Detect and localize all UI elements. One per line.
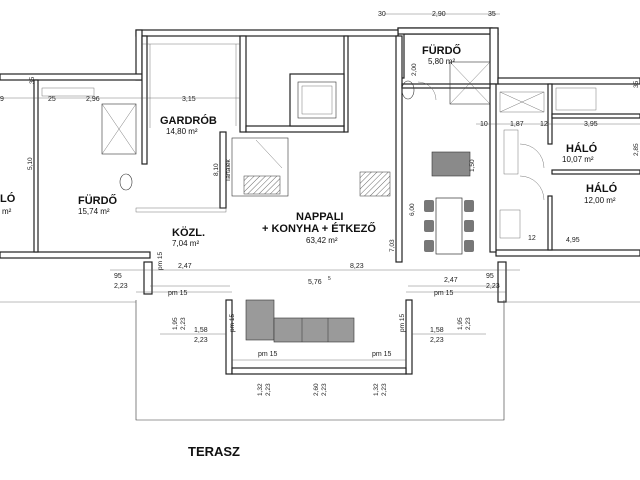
dim-top-290: 2,90 bbox=[432, 11, 446, 18]
dim-right-bay-195: 1,95 bbox=[457, 317, 464, 330]
dim-left-315: 3,15 bbox=[182, 96, 196, 103]
dim-right-bay-223b: 2,23 bbox=[465, 317, 472, 330]
dim-v-810: 8,10 bbox=[213, 163, 220, 176]
dim-span-576-sup: 5 bbox=[328, 276, 331, 282]
dim-right-10: 10 bbox=[480, 121, 488, 128]
dim-pm15-g: pm 15 bbox=[399, 314, 406, 332]
area-halo-2: 12,00 m² bbox=[584, 196, 616, 205]
dim-right-12: 12 bbox=[540, 121, 548, 128]
dim-span-576: 5,76 bbox=[308, 279, 322, 286]
area-halo-1: 10,07 m² bbox=[562, 155, 594, 164]
dim-pm15-d: pm 15 bbox=[372, 351, 392, 358]
dim-small-495: 4,95 bbox=[566, 237, 580, 244]
area-kozl: 7,04 m² bbox=[172, 239, 199, 248]
dim-mid-223-right: 2,23 bbox=[486, 283, 500, 290]
room-furdo-left: FÜRDŐ bbox=[78, 194, 118, 207]
sofa bbox=[245, 299, 355, 343]
dim-mid-95-left: 95 bbox=[114, 273, 122, 280]
dim-left-25: 25 bbox=[48, 96, 56, 103]
dim-bottom-223-b: 2,23 bbox=[321, 383, 328, 396]
room-gardrob: GARDRÓB bbox=[160, 114, 217, 127]
room-halo-left: LÓ bbox=[0, 192, 16, 205]
dim-top-35: 35 bbox=[488, 11, 496, 18]
room-nappali-sub: + KONYHA + ÉTKEZŐ bbox=[262, 222, 376, 235]
dim-mid-95-right: 95 bbox=[486, 273, 494, 280]
walls bbox=[0, 27, 640, 421]
dim-bottom-223-a: 2,23 bbox=[265, 383, 272, 396]
dim-left-bay-158: 1,58 bbox=[194, 327, 208, 334]
dim-right-bay-223: 2,23 bbox=[430, 337, 444, 344]
dim-v-600: 6,00 bbox=[409, 203, 416, 216]
dim-bottom-260: 2,60 bbox=[313, 383, 320, 396]
dim-edge-285: 2,85 bbox=[633, 143, 640, 156]
room-furdo-top: FÜRDŐ bbox=[422, 44, 462, 57]
dim-top-30: 30 bbox=[378, 11, 386, 18]
dim-mid-223-left: 2,23 bbox=[114, 283, 128, 290]
area-furdo-left: 15,74 m² bbox=[78, 207, 110, 216]
room-halo-2: HÁLÓ bbox=[586, 182, 618, 195]
dim-right-bay-158: 1,58 bbox=[430, 327, 444, 334]
dim-left-bay-195: 1,95 bbox=[172, 317, 179, 330]
dim-v-510: 5,10 bbox=[27, 157, 34, 170]
dim-pm15-e: pm 15 bbox=[157, 252, 164, 270]
area-gardrob: 14,80 m² bbox=[166, 127, 198, 136]
dim-mid-247-right: 2,47 bbox=[444, 277, 458, 284]
room-halo-1: HÁLÓ bbox=[566, 142, 598, 155]
dim-bottom-223-c: 2,23 bbox=[381, 383, 388, 396]
dim-v-150: 1,50 bbox=[469, 159, 476, 172]
room-kozl: KÖZL. bbox=[172, 226, 205, 239]
dim-small-12: 12 bbox=[528, 235, 536, 242]
kitchen-unit bbox=[231, 137, 391, 197]
dim-right-395: 3,95 bbox=[584, 121, 598, 128]
dim-pm15-b: pm 15 bbox=[434, 290, 454, 297]
room-terasz: TERASZ bbox=[188, 444, 240, 459]
dim-pm15-c: pm 15 bbox=[258, 351, 278, 358]
area-halo-left: m² bbox=[2, 207, 12, 216]
area-furdo-top: 5,80 m² bbox=[428, 57, 455, 66]
dim-left-bay-223b: 2,23 bbox=[194, 337, 208, 344]
dining-table bbox=[424, 151, 474, 255]
dim-pm15-a: pm 15 bbox=[168, 290, 188, 297]
fixtures bbox=[41, 61, 597, 343]
label-tartalek: Tartalék bbox=[225, 158, 232, 182]
dim-left-bay-223a: 2,23 bbox=[180, 317, 187, 330]
dim-bottom-132-a: 1,32 bbox=[257, 383, 264, 396]
dim-mid-247-left: 2,47 bbox=[178, 263, 192, 270]
dim-edge-35: 35 bbox=[633, 80, 640, 88]
dim-left-296: 2,96 bbox=[86, 96, 100, 103]
dim-pm15-f: pm 15 bbox=[229, 314, 236, 332]
room-nappali: NAPPALI bbox=[296, 211, 343, 223]
area-nappali: 63,42 m² bbox=[306, 236, 338, 245]
dim-v-703: 7,03 bbox=[389, 239, 396, 252]
dim-left-9: 9 bbox=[0, 96, 4, 103]
dimension-lines bbox=[0, 13, 640, 361]
dim-bottom-132-b: 1,32 bbox=[373, 383, 380, 396]
dim-mid-823: 8,23 bbox=[350, 263, 364, 270]
dim-right-187: 1,87 bbox=[510, 121, 524, 128]
dim-v-200: 2,00 bbox=[411, 63, 418, 76]
dim-v-35: 35 bbox=[29, 76, 36, 84]
